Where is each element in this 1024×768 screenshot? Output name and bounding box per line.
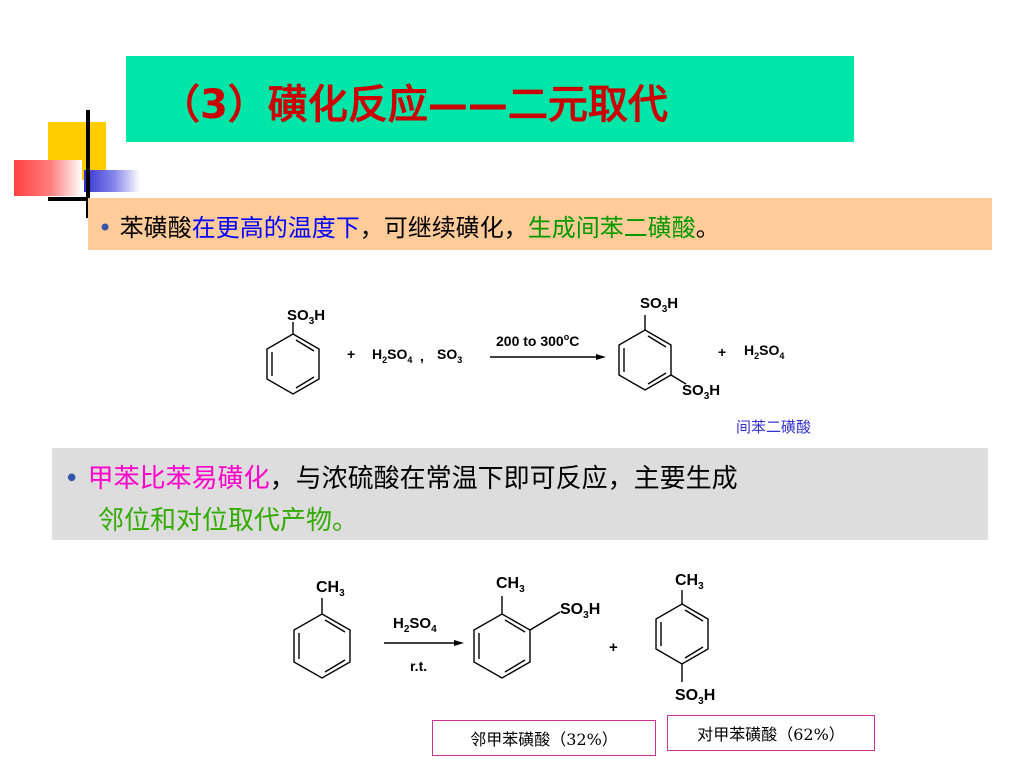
meta-product-label: 间苯二磺酸 bbox=[736, 418, 812, 436]
plus-sign-2: + bbox=[718, 344, 726, 360]
reaction-2-condition: r.t. bbox=[410, 658, 427, 674]
bullet-box-2 bbox=[52, 448, 988, 540]
para-ch3-label: CH3 bbox=[675, 572, 704, 592]
ortho-product-label-box: 邻甲苯磺酸（32%） bbox=[432, 720, 656, 756]
decorative-blue-bar bbox=[84, 170, 140, 192]
bullet-1-part-3: ，可继续磺化， bbox=[359, 214, 528, 242]
decorative-horizontal-line bbox=[48, 197, 88, 201]
bullet-1-highlight-product: 生成间苯二磺酸 bbox=[527, 214, 696, 242]
bullet-2-highlight-toluene: 甲苯比苯易磺化 bbox=[87, 464, 270, 494]
benzenesulfonic-acid-structure bbox=[266, 322, 320, 395]
reaction-2-arrowhead bbox=[454, 640, 464, 646]
para-product-label-box: 对甲苯磺酸（62%） bbox=[667, 715, 875, 751]
bullet-dot: • bbox=[98, 214, 113, 242]
para-toluenesulfonic-acid-structure bbox=[655, 590, 709, 682]
benzenedisulfonic-acid-structure bbox=[618, 315, 687, 391]
bullet-2-line-2: 邻位和对位取代产物。 bbox=[98, 506, 359, 536]
decorative-red-bar bbox=[14, 160, 82, 196]
ortho-so3h-label: SO3H bbox=[560, 601, 600, 621]
bullet-box-1 bbox=[88, 198, 992, 250]
bullet-2-line-1: • 甲苯比苯易磺化，与浓硫酸在常温下即可反应，主要生成 bbox=[64, 458, 738, 495]
reaction-2-plus: + bbox=[609, 639, 618, 656]
byproduct-h2so4: H2SO4 bbox=[744, 342, 784, 361]
bullet-1-part-1: 苯磺酸 bbox=[119, 214, 192, 242]
reactant-so3h-label: SO3H bbox=[287, 307, 325, 327]
title-banner bbox=[126, 56, 854, 142]
reagent-h2so4: H2SO4 bbox=[372, 346, 412, 365]
ortho-ch3-label: CH3 bbox=[496, 575, 525, 595]
decorative-vertical-line bbox=[86, 110, 90, 218]
bullet-1-text: • 苯磺酸在更高的温度下，可继续磺化，生成间苯二磺酸。 bbox=[98, 208, 720, 243]
reaction-2-reagent: H2SO4 bbox=[393, 615, 437, 635]
para-so3h-label: SO3H bbox=[675, 687, 715, 707]
bullet-1-part-5: 。 bbox=[695, 214, 720, 242]
toluene-structure bbox=[293, 598, 351, 679]
bullet-dot: • bbox=[64, 464, 80, 494]
reagent-comma: , bbox=[420, 348, 424, 364]
page-title: （3）磺化反应——二元取代 bbox=[160, 82, 668, 128]
plus-sign-1: + bbox=[347, 346, 355, 362]
ortho-toluenesulfonic-acid-structure bbox=[473, 596, 561, 679]
product-bottom-so3h-label: SO3H bbox=[682, 382, 720, 402]
product-top-so3h-label: SO3H bbox=[640, 295, 678, 315]
reagent-so3: SO3 bbox=[437, 346, 462, 365]
toluene-ch3-label: CH3 bbox=[316, 579, 345, 599]
reaction-1-condition: 200 to 300oC bbox=[496, 332, 579, 349]
reaction-1-arrowhead bbox=[596, 354, 606, 360]
bullet-1-highlight-temperature: 在更高的温度下 bbox=[191, 214, 360, 242]
bullet-2-part-2: ，与浓硫酸在常温下即可反应，主要生成 bbox=[269, 464, 738, 494]
